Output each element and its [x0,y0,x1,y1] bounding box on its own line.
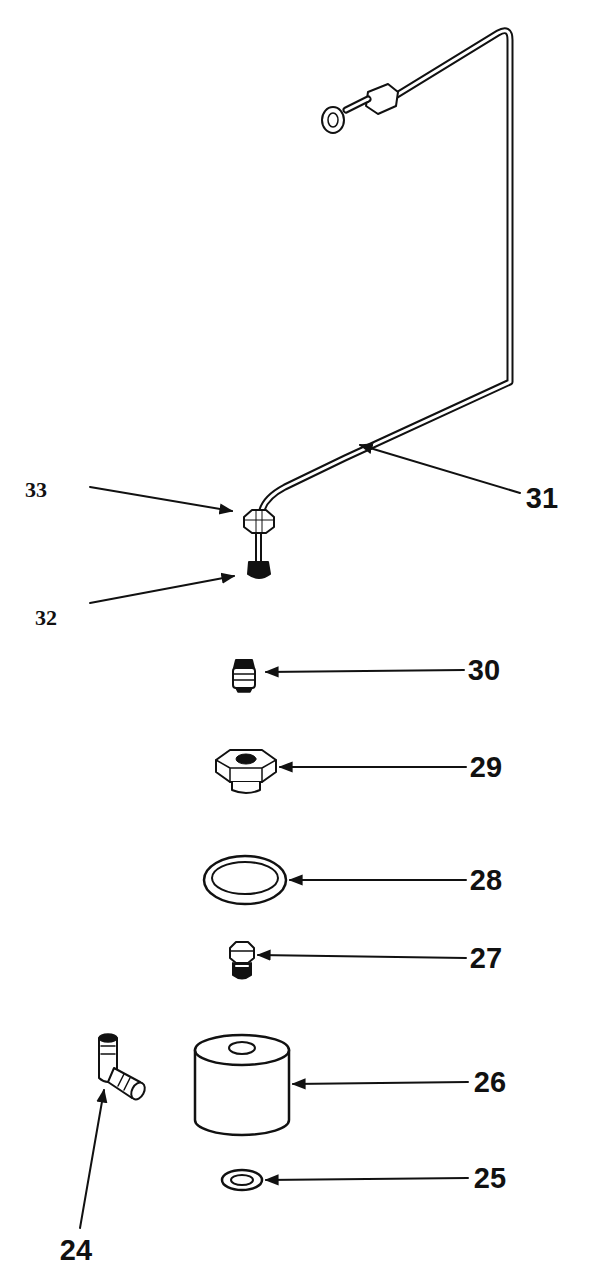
injection-pipe [262,31,510,510]
callout-number: 30 [468,656,500,685]
washer [222,1170,262,1190]
callout-number: 33 [25,479,47,501]
connector-fitting [233,660,255,692]
callout-number: 27 [470,944,502,973]
elbow-fitting [99,1034,148,1102]
pipe-nipple [248,533,270,578]
callout-number: 24 [60,1236,92,1265]
hex-adapter [216,750,276,793]
callout-number: 28 [470,866,502,895]
callout-number: 29 [470,753,502,782]
pipe-nut [244,510,274,533]
sealing-ring [204,856,286,904]
holder-cylinder [195,1035,289,1135]
callout-number: 26 [474,1068,506,1097]
callout-number: 25 [474,1164,506,1193]
leader-lines [80,445,520,1228]
callout-number: 32 [35,607,57,629]
valve-plug [230,942,254,979]
callout-number: 31 [526,484,558,513]
